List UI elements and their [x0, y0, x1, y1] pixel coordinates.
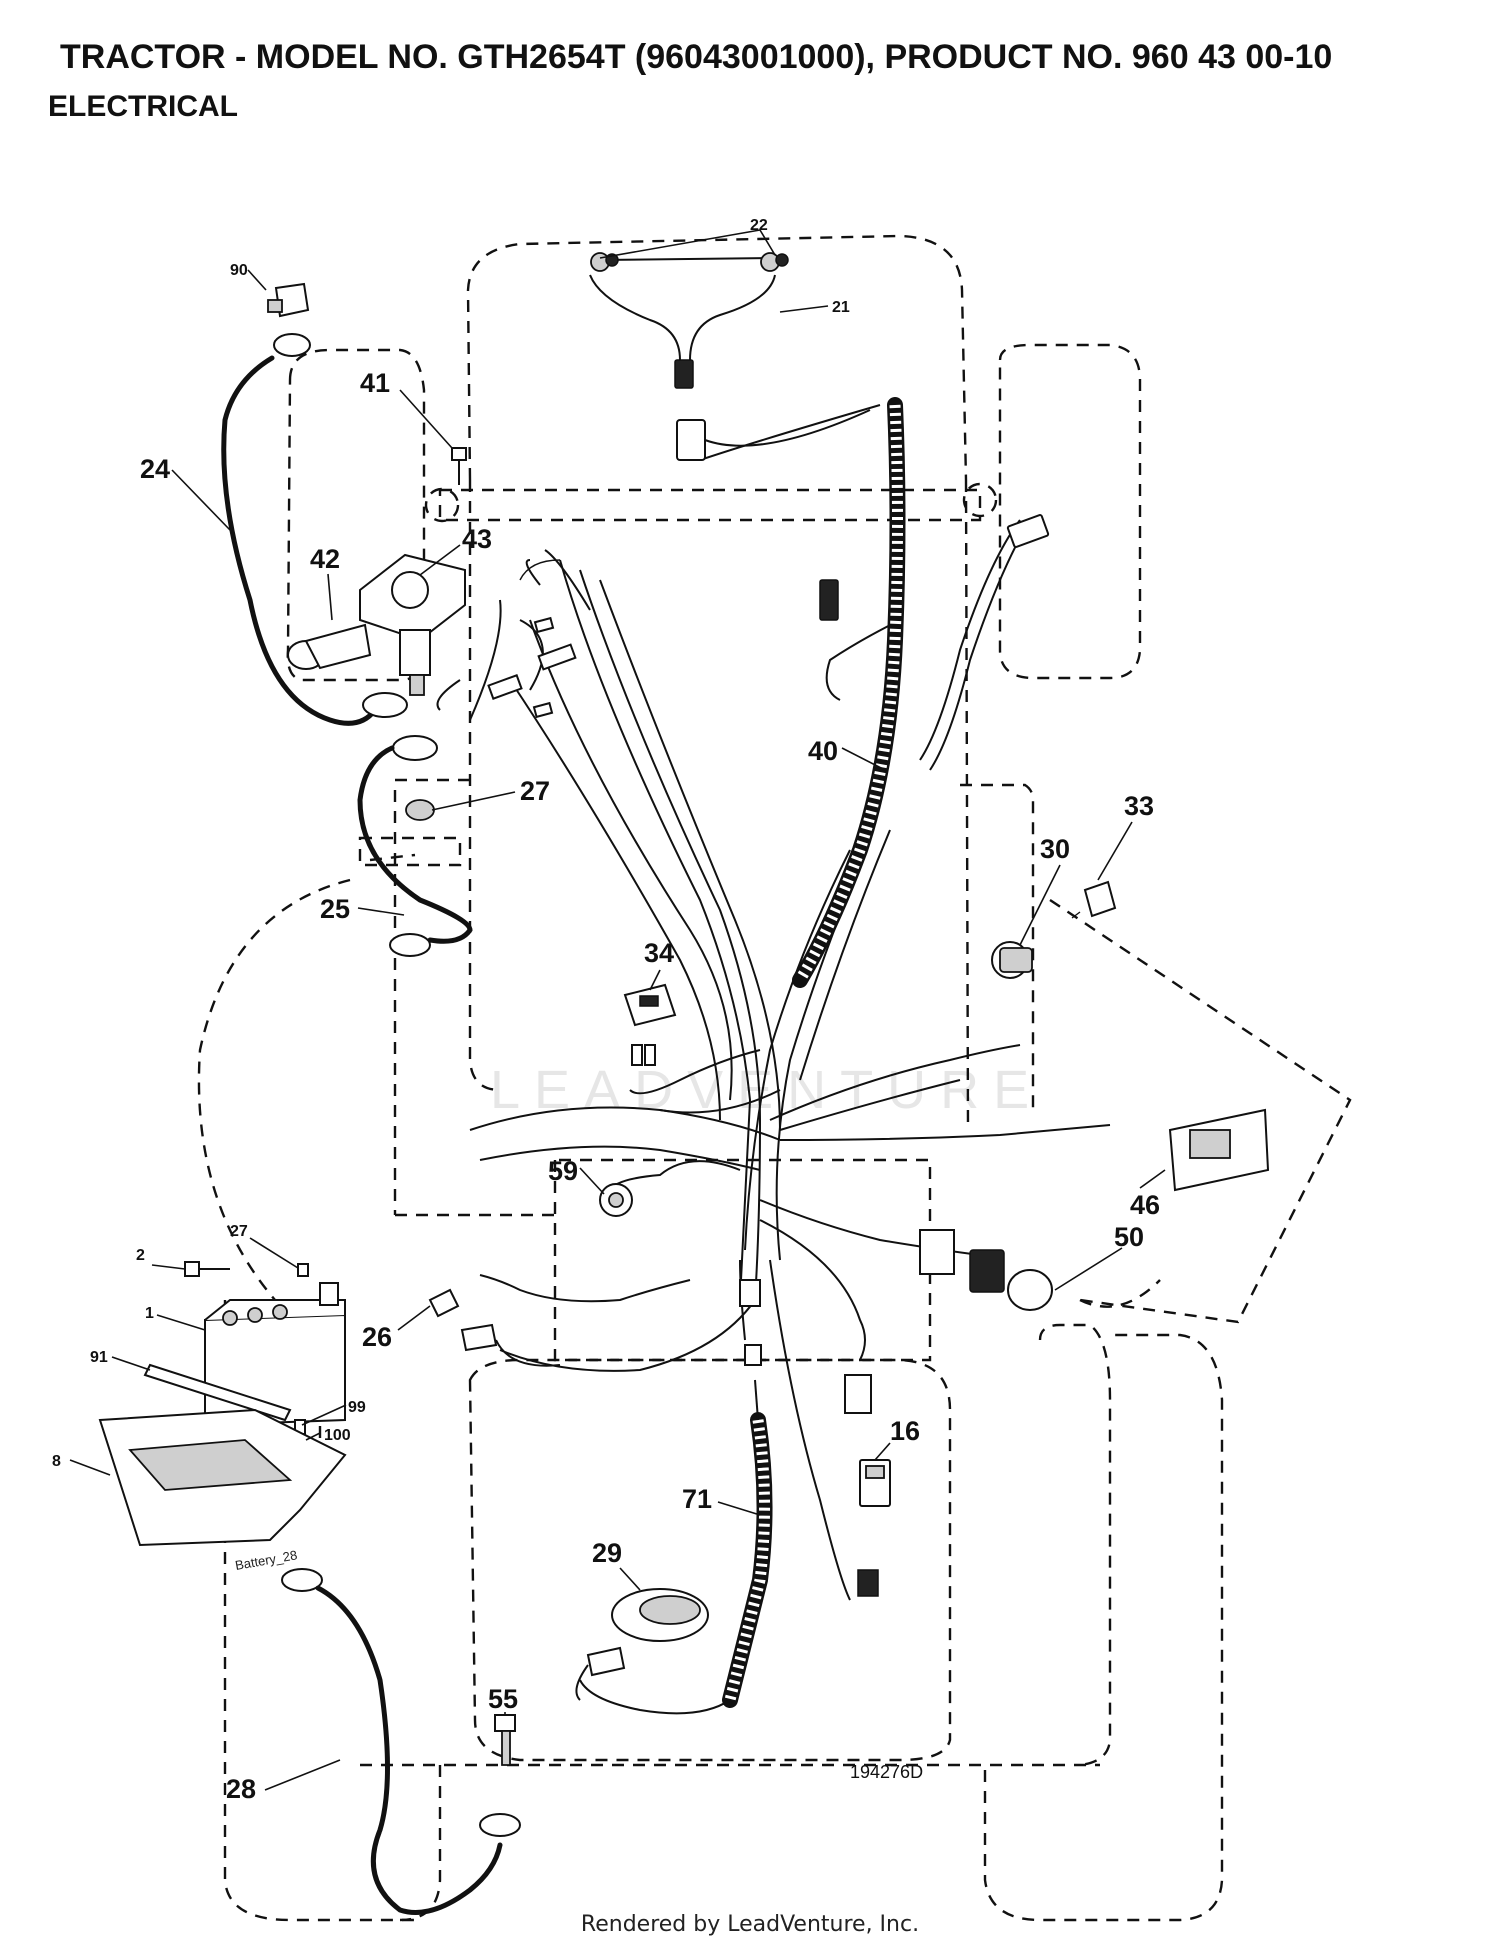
callout-90: 90	[230, 262, 248, 279]
harness-conduit-40	[792, 397, 906, 988]
bolt-41	[451, 447, 467, 485]
callout-labels: 90 22 21 41 24 43 42 40 27 33 30 25 34 5…	[52, 217, 1160, 1804]
bolt-2	[184, 1261, 230, 1277]
callout-27-battery: 27	[230, 1223, 248, 1240]
callout-24: 24	[140, 454, 170, 484]
callout-2: 2	[136, 1247, 145, 1264]
callout-42: 42	[310, 544, 340, 574]
harness-connectors-top	[487, 616, 577, 719]
power-socket-59	[599, 1183, 633, 1217]
callout-1: 1	[145, 1305, 154, 1322]
callout-22: 22	[750, 217, 768, 234]
callout-43: 43	[462, 524, 492, 554]
callout-28: 28	[226, 1774, 256, 1804]
rocker-switch-34	[623, 983, 677, 1066]
hold-down-strap-91	[143, 1363, 292, 1422]
battery-label: Battery_28	[234, 1547, 299, 1573]
ground-cable-28	[281, 1568, 521, 1915]
callout-40: 40	[808, 736, 838, 766]
wiring-harness	[436, 404, 1111, 1601]
seat-switch-29	[575, 1588, 709, 1701]
switch-33	[1071, 880, 1117, 919]
battery-cable-25	[357, 735, 473, 957]
footer-credit: Rendered by LeadVenture, Inc.	[580, 1912, 920, 1937]
callout-41: 41	[360, 368, 390, 398]
switch-30	[991, 941, 1033, 979]
callout-25: 25	[320, 894, 350, 924]
callout-91: 91	[90, 1349, 108, 1366]
harness-conduit-71	[579, 1379, 773, 1715]
callout-33: 33	[1124, 791, 1154, 821]
ignition-switch-50	[919, 1229, 1053, 1311]
callout-16: 16	[890, 1416, 920, 1446]
bolt-55	[494, 1714, 516, 1766]
nut-27-battery	[297, 1263, 309, 1277]
callout-34: 34	[644, 938, 674, 968]
callout-99: 99	[348, 1399, 366, 1416]
headlight-harness-21	[589, 252, 871, 461]
page-title: TRACTOR - MODEL NO. GTH2654T (9604300100…	[60, 38, 1333, 76]
tractor-outline	[197, 234, 1352, 1922]
callout-29: 29	[592, 1538, 622, 1568]
callout-8: 8	[52, 1453, 61, 1470]
drawing-number: 194276D	[850, 1762, 923, 1782]
page-subtitle: ELECTRICAL	[48, 90, 238, 123]
nut-27	[405, 799, 435, 821]
callout-27: 27	[520, 776, 550, 806]
starter-solenoid-43	[359, 553, 466, 696]
callout-21: 21	[832, 299, 850, 316]
harness-connector-right-top	[819, 514, 1050, 621]
callout-30: 30	[1040, 834, 1070, 864]
hour-meter-46	[1168, 1108, 1270, 1192]
callout-50: 50	[1114, 1222, 1144, 1252]
fuse-holder-26	[428, 1288, 561, 1367]
ground-cable-24	[221, 333, 408, 726]
battery-1	[204, 1282, 346, 1427]
terminal-boot-42	[287, 623, 372, 670]
callout-26: 26	[362, 1322, 392, 1352]
battery-tray-8	[98, 1408, 347, 1547]
callout-46: 46	[1130, 1190, 1160, 1220]
leader-lines	[69, 229, 1166, 1791]
harness-plugs-lower	[739, 1279, 879, 1597]
relay-16	[859, 1459, 891, 1507]
callout-59: 59	[548, 1156, 578, 1186]
callout-55: 55	[488, 1684, 518, 1714]
callout-100: 100	[324, 1427, 351, 1444]
callout-71: 71	[682, 1484, 712, 1514]
terminal-cover-90	[267, 282, 310, 318]
